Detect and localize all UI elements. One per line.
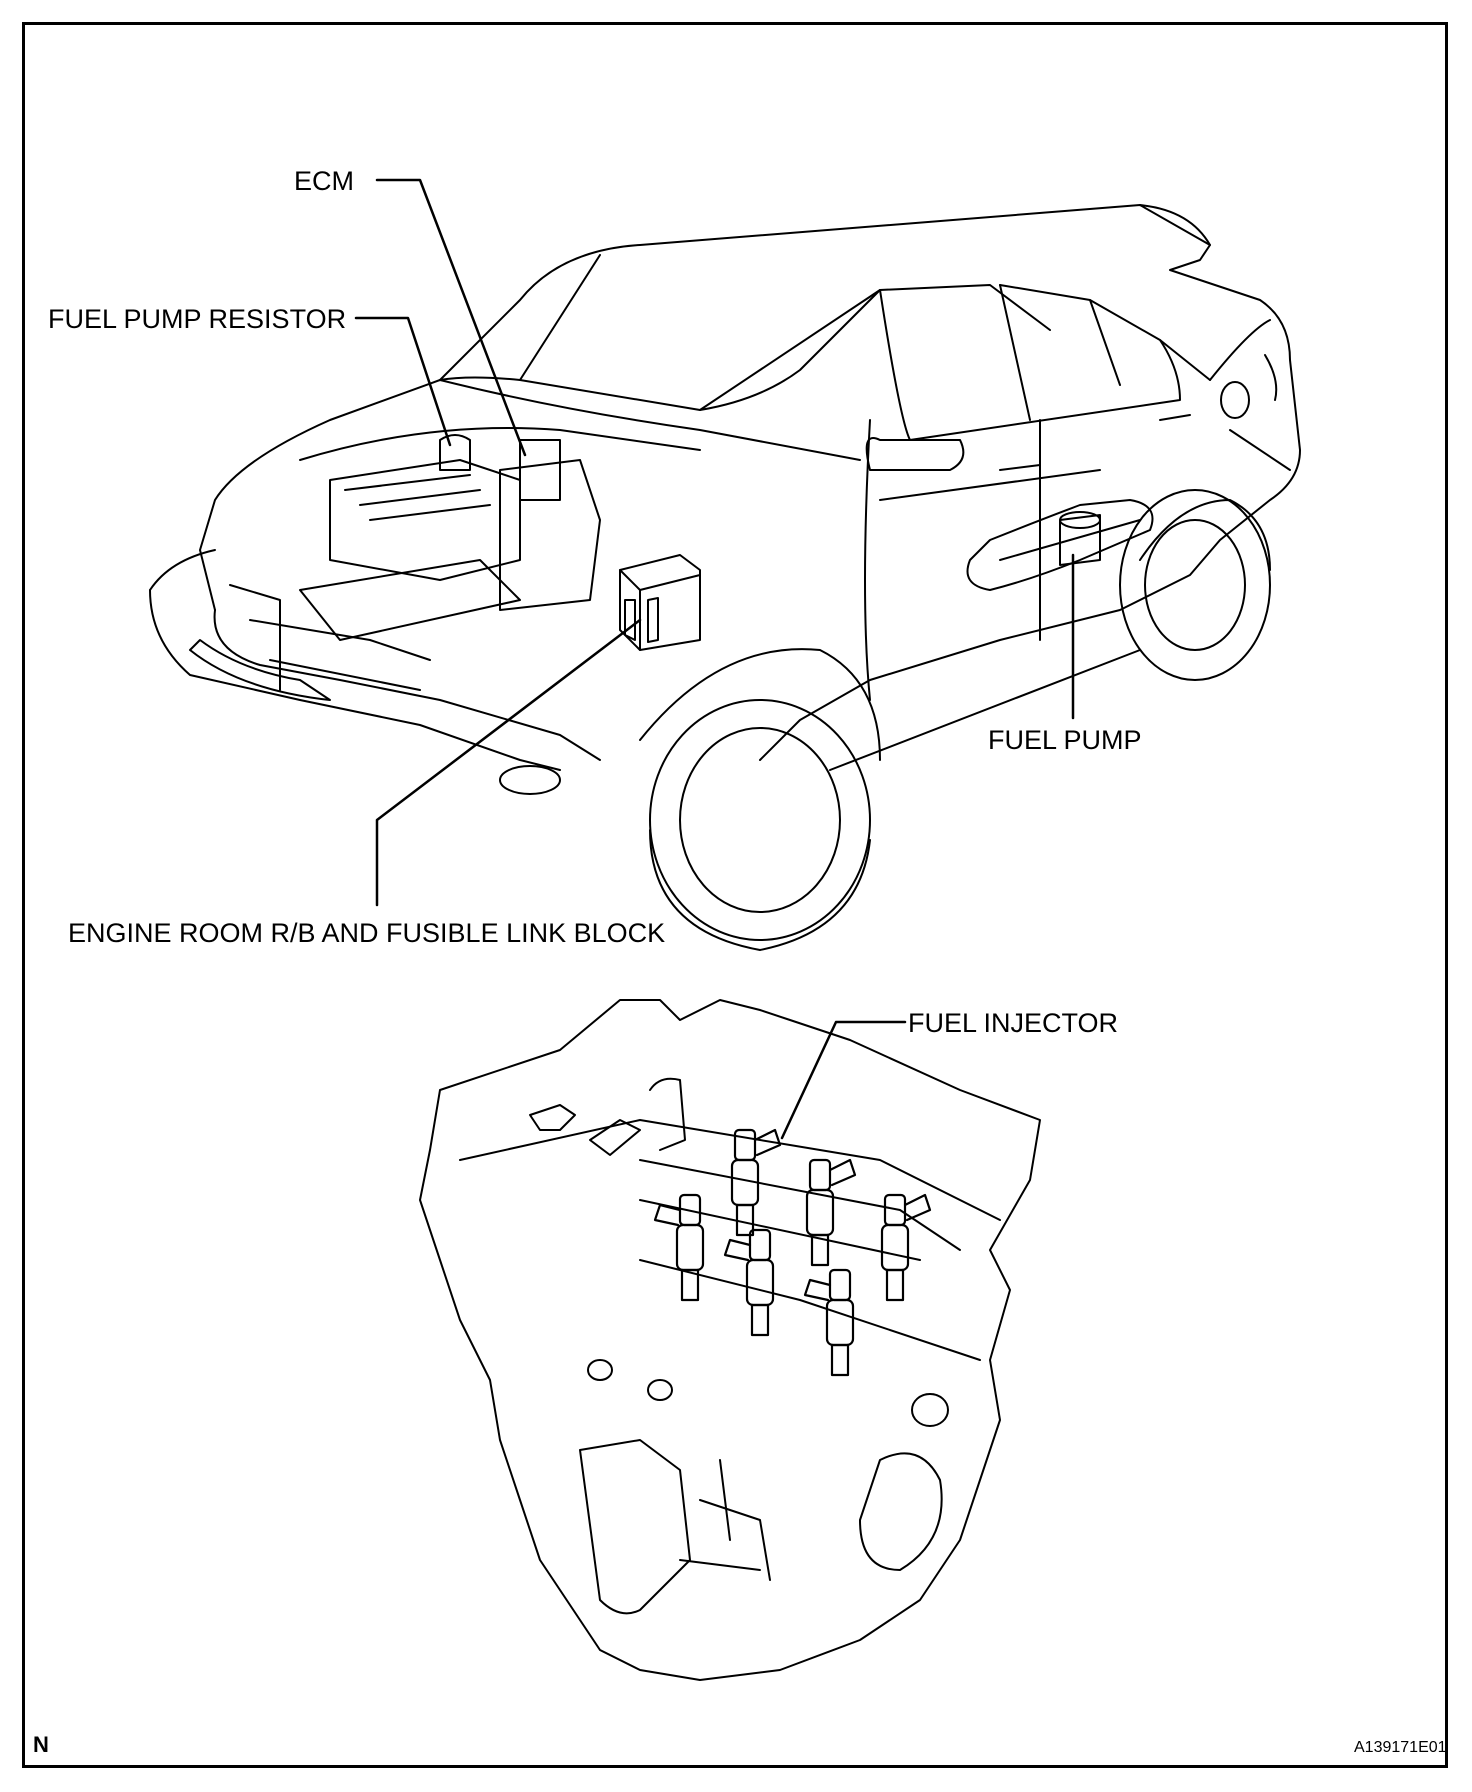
fuel-injector-4 [653, 1193, 705, 1302]
vehicle-leader-lines [354, 178, 1075, 907]
fuel-injector-6 [803, 1268, 855, 1377]
fuel-injector-3 [880, 1193, 932, 1302]
fuel-pump-label: FUEL PUMP [988, 725, 1142, 755]
figure-code: A139171E01 [1354, 1739, 1447, 1756]
ecm-label: ECM [294, 166, 354, 196]
fuel-injector-1 [730, 1128, 782, 1237]
fuel-pump-resistor-leader-line [354, 316, 452, 447]
engine-illustration [419, 999, 1041, 1681]
fuel-injector-leader-line [780, 1020, 907, 1140]
corner-mark: N [33, 1732, 49, 1757]
fuel-injector-label: FUEL INJECTOR [908, 1008, 1119, 1038]
fuel-pump-resistor-label: FUEL PUMP RESISTOR [48, 304, 347, 334]
engine-room-rb-label: ENGINE ROOM R/B AND FUSIBLE LINK BLOCK [68, 918, 666, 948]
fuel-injectors [653, 1128, 932, 1377]
diagram-frame [22, 22, 1448, 1768]
ecm-leader-line [375, 178, 527, 457]
fuel-injector-5 [723, 1228, 775, 1337]
fuel-injector-2 [805, 1158, 857, 1267]
engine-room-rb-leader-line [375, 618, 642, 907]
vehicle-illustration [149, 204, 1301, 951]
